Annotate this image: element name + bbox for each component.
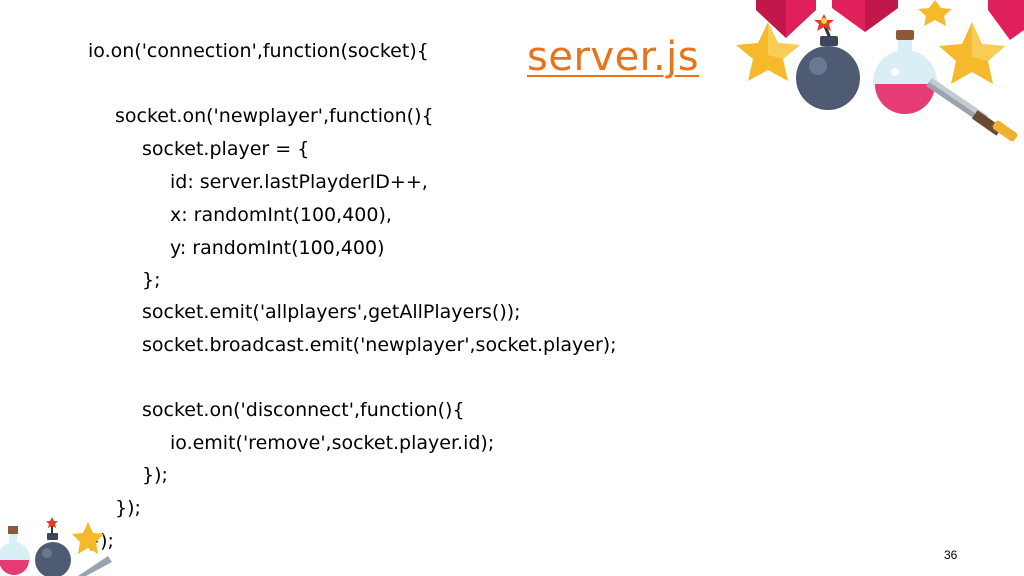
sword-icon [926,78,1018,142]
code-line: socket.on('disconnect',function(){ [142,399,465,421]
code-line: }); [115,497,141,519]
code-line: socket.emit('allplayers',getAllPlayers()… [142,301,521,323]
code-line: io.on('connection',function(socket){ [88,40,429,62]
slide-title-link[interactable]: server.js [527,34,700,80]
page-number: 36 [944,548,958,562]
sword-icon [78,556,112,576]
code-line: io.emit('remove',socket.player.id); [170,432,495,454]
code-line: }; [142,269,161,291]
code-line: socket.on('newplayer',function(){ [115,105,434,127]
potion-icon [873,30,937,114]
star-icon [72,522,104,554]
decoration-cluster-top-right [736,0,1024,142]
star-icon [736,22,800,81]
code-line: id: server.lastPlayderID++, [170,171,428,193]
gem-icon [756,0,816,38]
bomb-icon [35,517,71,576]
decoration-cluster-bottom-left [0,517,112,576]
code-line: x: randomInt(100,400), [170,204,392,226]
gem-icon [988,0,1024,40]
code-line: socket.broadcast.emit('newplayer',socket… [142,334,617,356]
potion-icon [0,526,30,575]
star-icon [918,0,952,26]
code-line: }); [142,464,168,486]
star-icon [939,22,1005,84]
code-line: socket.player = { [142,138,310,160]
code-line: y: randomInt(100,400) [170,237,385,259]
gem-icon [832,0,898,32]
bomb-icon [796,14,860,110]
